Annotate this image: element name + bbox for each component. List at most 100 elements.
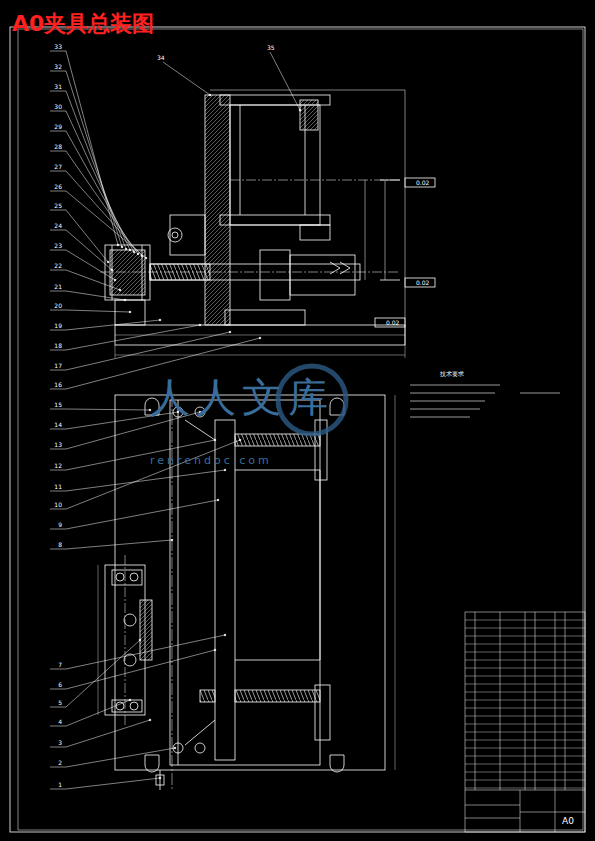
- table-row-line: [465, 628, 585, 629]
- leader-dot: [111, 269, 113, 271]
- table-row-line: [465, 772, 585, 773]
- callout-number: 24: [54, 223, 62, 229]
- leader-dot: [229, 331, 231, 333]
- leader-dot: [114, 279, 116, 281]
- callout-number: 21: [54, 284, 62, 290]
- callout-number: 20: [54, 303, 62, 309]
- leader-line: [50, 320, 160, 330]
- leader-line: [50, 270, 120, 290]
- leader-dot: [159, 777, 161, 779]
- callout-number: 34: [157, 55, 165, 61]
- callout-number: 18: [54, 343, 62, 349]
- leader-line: [270, 52, 300, 110]
- table-row-line: [465, 692, 585, 693]
- note-rows: [410, 385, 560, 417]
- leader-line: [50, 650, 215, 689]
- leader-dot: [217, 499, 219, 501]
- leader-dot: [107, 261, 109, 263]
- leader-dot: [199, 324, 201, 326]
- leader-dot: [209, 94, 211, 96]
- callout-number: 31: [54, 84, 62, 90]
- table-row-line: [465, 644, 585, 645]
- callout-number: 3: [58, 740, 62, 746]
- callout-number: 1: [58, 782, 62, 788]
- table-row-line: [465, 756, 585, 757]
- table-row-line: [465, 748, 585, 749]
- drawing-title: A0夹具总装图: [12, 13, 154, 35]
- table-row-line: [465, 764, 585, 765]
- table-row-line: [465, 676, 585, 677]
- table-row-line: [465, 660, 585, 661]
- leader-dot: [171, 539, 173, 541]
- leader-dot: [125, 248, 127, 250]
- leader-dot: [141, 255, 143, 257]
- leader-line: [50, 500, 218, 529]
- table-row-line: [465, 716, 585, 717]
- callout-number: 17: [54, 363, 62, 369]
- leader-line: [50, 409, 150, 410]
- leader-line: [163, 62, 210, 95]
- leader-line: [50, 191, 146, 258]
- leader-line: [50, 540, 172, 549]
- callout-number: 12: [54, 463, 62, 469]
- leader-dot: [259, 337, 261, 339]
- table-row-line: [465, 620, 585, 621]
- callout-number: 8: [58, 542, 62, 548]
- callout-number: 32: [54, 64, 62, 70]
- leader-dot: [121, 246, 123, 248]
- table-row-line: [465, 700, 585, 701]
- callout-number: 28: [54, 144, 62, 150]
- leader-line: [50, 51, 118, 245]
- leader-dot: [149, 719, 151, 721]
- inner-border: [18, 29, 583, 830]
- callout-number: 15: [54, 402, 62, 408]
- leader-dot: [129, 699, 131, 701]
- tolerance-value: 0.02: [416, 280, 429, 286]
- leader-line: [50, 131, 134, 252]
- leader-dot: [119, 289, 121, 291]
- sheet-size: A0: [562, 817, 574, 826]
- callout-number: 33: [54, 44, 62, 50]
- leader-dot: [137, 253, 139, 255]
- callout-number: 29: [54, 124, 62, 130]
- leader-line: [50, 210, 108, 262]
- table-row-line: [465, 708, 585, 709]
- leader-dot: [124, 299, 126, 301]
- leader-dot: [239, 439, 241, 441]
- callout-number: 26: [54, 184, 62, 190]
- callout-number: 13: [54, 442, 62, 448]
- table-row-line: [465, 636, 585, 637]
- table-row-line: [465, 668, 585, 669]
- leader-line: [50, 332, 230, 370]
- callout-number: 6: [58, 682, 62, 688]
- leader-line: [50, 778, 160, 789]
- callout-number: 16: [54, 382, 62, 388]
- table-row-line: [465, 652, 585, 653]
- callout-number: 2: [58, 760, 62, 766]
- leader-line: [50, 412, 200, 449]
- front-view: [100, 90, 405, 358]
- leader-line: [50, 635, 225, 669]
- leader-line: [50, 291, 125, 300]
- leader-dot: [145, 257, 147, 259]
- table-row-line: [465, 780, 585, 781]
- table-row-line: [465, 740, 585, 741]
- callout-number: 27: [54, 164, 62, 170]
- leader-line: [50, 440, 240, 509]
- callout-number: 9: [58, 522, 62, 528]
- leader-dot: [224, 634, 226, 636]
- sheet-border: [10, 27, 585, 832]
- table-row-line: [465, 788, 585, 789]
- leader-line: [50, 325, 200, 350]
- leader-line: [50, 720, 150, 747]
- callout-number: 14: [54, 422, 62, 428]
- callout-number: 30: [54, 104, 62, 110]
- watermark: renrendoc.com: [150, 455, 272, 466]
- leader-dot: [174, 747, 176, 749]
- leader-line: [50, 640, 140, 707]
- leader-line: [50, 748, 175, 767]
- leader-dot: [129, 249, 131, 251]
- leader-dot: [159, 319, 161, 321]
- plan-view: [98, 395, 395, 790]
